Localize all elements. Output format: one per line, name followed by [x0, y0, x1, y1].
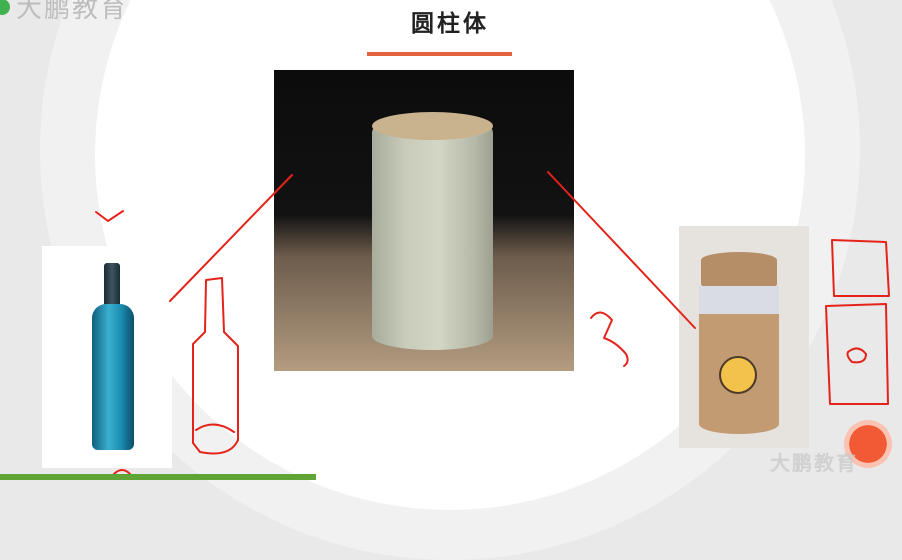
logo-text: 大鹏教育	[16, 0, 129, 24]
bottom-mark	[113, 469, 131, 475]
progress-fill	[0, 474, 316, 480]
cylinder-body	[372, 125, 493, 350]
bracket-sketch	[590, 311, 629, 367]
watermark: 大鹏教育	[770, 451, 858, 475]
tube-clear-band	[699, 286, 779, 316]
bottle-body	[92, 304, 134, 450]
tube-lid	[701, 252, 777, 292]
tube-photo	[679, 226, 809, 448]
bottle-sketch	[192, 277, 239, 455]
arrow-right	[547, 171, 696, 329]
logo-icon	[0, 0, 10, 15]
arrow-left	[169, 174, 293, 302]
bottle-neck	[104, 263, 120, 307]
tube-label	[719, 356, 757, 394]
record-button[interactable]	[844, 420, 892, 468]
cylinder-photo	[274, 70, 574, 371]
checkmark-stroke	[95, 210, 124, 222]
cylinder-top	[372, 112, 493, 140]
progress-bar[interactable]	[0, 474, 902, 480]
title-underline	[367, 52, 512, 56]
pen-annotations	[95, 171, 890, 475]
logo: 大鹏教育	[0, 0, 128, 25]
tube-sketch	[825, 239, 890, 405]
slide-title: 圆柱体	[411, 11, 489, 37]
bottle-photo	[42, 246, 172, 468]
